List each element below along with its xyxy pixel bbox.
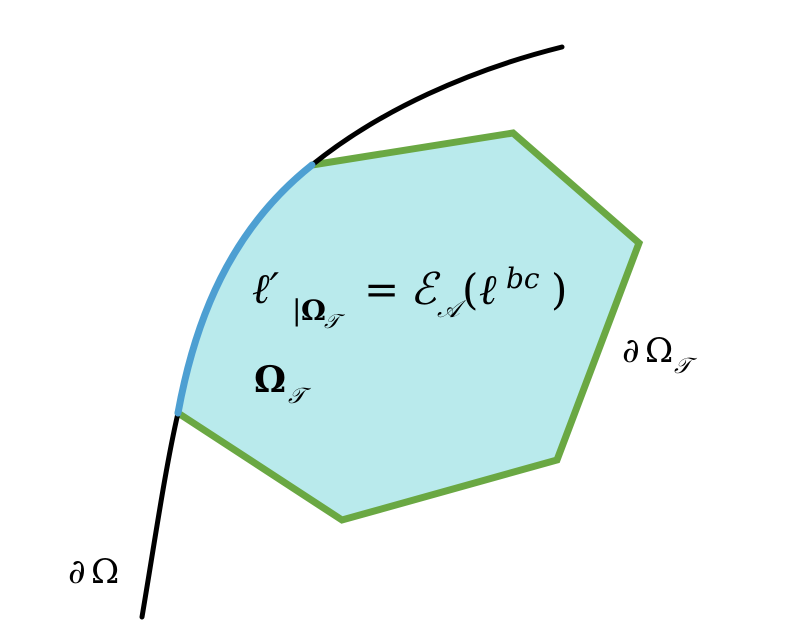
equation-rparen: )	[551, 265, 567, 314]
equation-operator: ℰ	[410, 264, 441, 315]
domain-boundary-label-omega: Ω	[91, 552, 119, 592]
element-label-omega: Ω	[254, 359, 286, 401]
equation-ell: ℓ′	[252, 264, 279, 313]
equation-restrict-bar: |	[292, 294, 301, 327]
element-boundary-label: ∂ Ω 𝒯	[622, 331, 698, 379]
equation-arg: ℓ	[479, 265, 497, 314]
equation-lparen: (	[462, 265, 478, 314]
element-boundary-label-sub: 𝒯	[674, 354, 698, 379]
equation-restrict-omega: Ω	[301, 294, 326, 327]
element-boundary	[174, 129, 644, 524]
equation-equals: =	[364, 265, 399, 314]
element-region	[178, 133, 639, 520]
equation-arg-sup: bc	[506, 262, 540, 295]
domain-boundary-label-partial: ∂	[68, 552, 86, 592]
shared-boundary-segment	[174, 161, 316, 417]
domain-boundary-label: ∂ Ω	[68, 552, 119, 592]
element-boundary-label-omega: Ω	[645, 331, 673, 371]
element-boundary-label-partial: ∂	[622, 331, 640, 371]
